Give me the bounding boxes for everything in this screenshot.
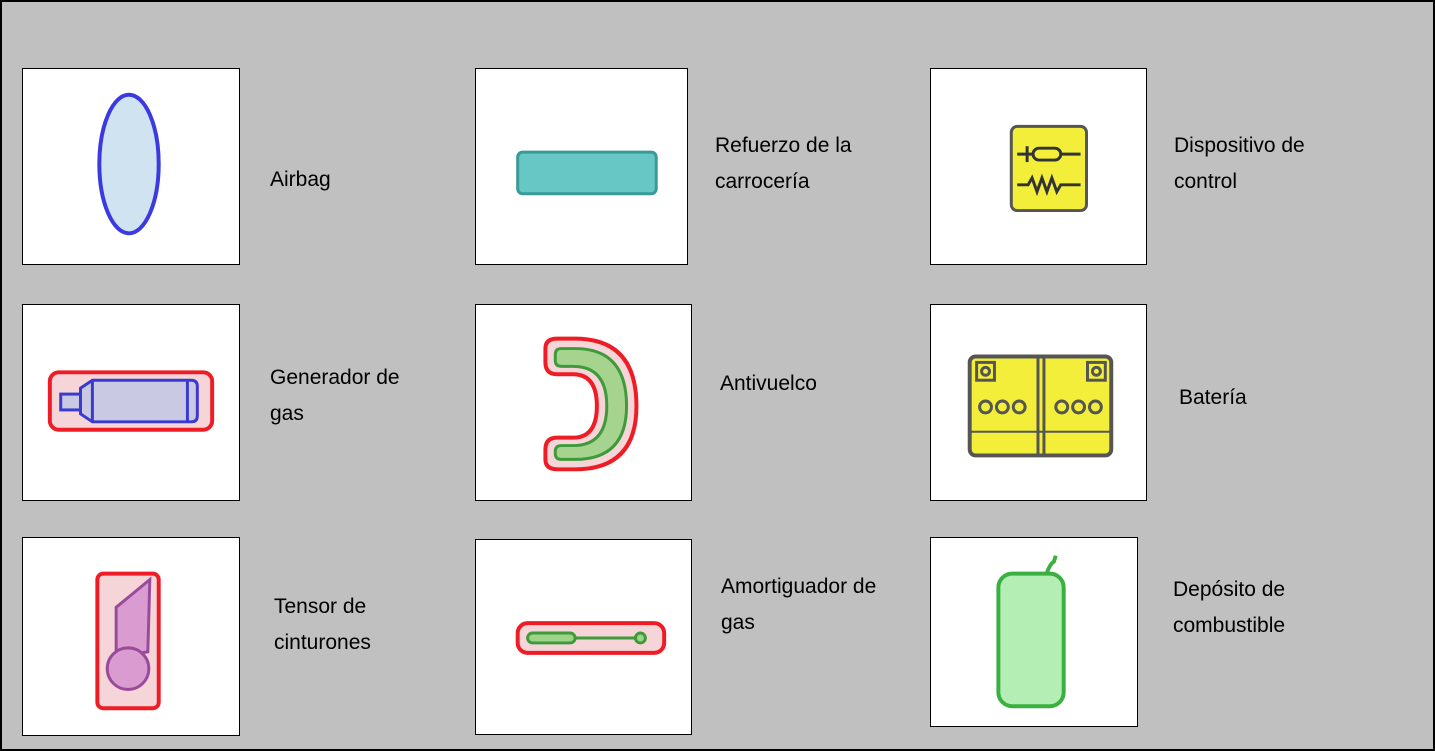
control-unit-icon — [1009, 124, 1088, 213]
rollover-bar-label-line-1: Antivuelco — [720, 372, 817, 395]
rollover-bar-label: Antivuelco — [720, 366, 920, 402]
body-reinforcement-label: Refuerzo de la carrocería — [715, 128, 915, 200]
belt-tensioner-icon — [95, 571, 161, 711]
rollover-bar-tile — [475, 304, 692, 501]
fuel-tank-icon — [996, 555, 1066, 709]
airbag-label: Airbag — [270, 162, 470, 198]
gas-generator-label-line-2: gas — [270, 402, 304, 425]
control-unit-label-line-1: Dispositivo de — [1174, 134, 1305, 157]
gas-strut-icon — [515, 621, 667, 655]
gas-strut-label: Amortiguador de gas — [721, 569, 921, 641]
control-unit-tile — [930, 68, 1147, 265]
gas-generator-icon — [47, 370, 215, 432]
battery-label: Batería — [1179, 380, 1379, 416]
airbag-label-line-1: Airbag — [270, 168, 331, 191]
fuel-tank-tile — [930, 537, 1138, 727]
body-reinforcement-label-line-2: carrocería — [715, 170, 810, 193]
body-reinforcement-icon — [516, 150, 658, 196]
body-reinforcement-tile — [475, 68, 688, 265]
gas-strut-label-line-2: gas — [721, 611, 755, 634]
belt-tensioner-label-line-2: cinturones — [274, 631, 371, 654]
belt-tensioner-tile — [22, 537, 240, 736]
fuel-tank-label-line-1: Depósito de — [1173, 578, 1286, 601]
gas-generator-label-line-1: Generador de — [270, 366, 400, 389]
fuel-tank-label: Depósito de combustible — [1173, 572, 1373, 644]
gas-generator-tile — [22, 304, 240, 501]
rollover-bar-icon — [543, 336, 639, 472]
control-unit-label: Dispositivo de control — [1174, 128, 1374, 200]
airbag-tile — [22, 68, 240, 265]
battery-label-line-1: Batería — [1179, 386, 1247, 409]
fuel-tank-label-line-2: combustible — [1173, 614, 1286, 637]
airbag-icon — [97, 92, 161, 236]
control-unit-label-line-2: control — [1174, 170, 1238, 193]
gas-generator-label: Generador de gas — [270, 360, 470, 432]
gas-strut-label-line-1: Amortiguador de — [721, 575, 877, 598]
battery-icon — [967, 354, 1114, 458]
belt-tensioner-label-line-1: Tensor de — [274, 595, 367, 618]
body-reinforcement-label-line-1: Refuerzo de la — [715, 134, 852, 157]
gas-strut-tile — [475, 539, 692, 735]
belt-tensioner-label: Tensor de cinturones — [274, 589, 474, 661]
battery-tile — [930, 304, 1147, 501]
